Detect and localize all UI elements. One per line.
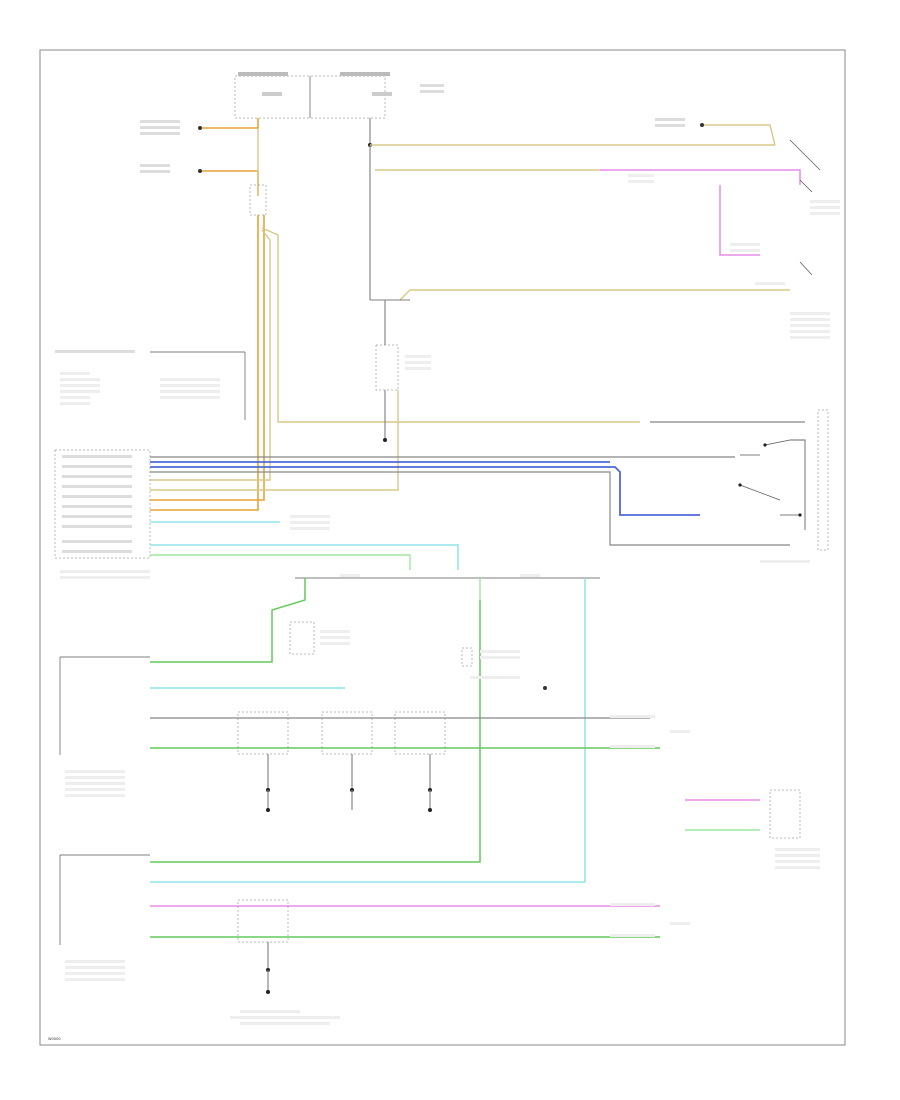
control-module: [54, 449, 151, 579]
ground-icon: [266, 754, 432, 812]
diagram-border: [39, 49, 846, 1046]
module-left-upper: [55, 350, 246, 420]
page-code: W0000: [48, 1037, 61, 1041]
sensor-block-2: [461, 647, 473, 667]
module-left-lower: [59, 854, 150, 981]
splice-pack-center: [375, 344, 399, 391]
switch-icon: [789, 139, 821, 276]
module-left-middle: [59, 656, 150, 797]
fuse-block: [234, 72, 444, 119]
sensor-block-1: [289, 621, 315, 655]
connector-icon: [769, 789, 801, 839]
multifunction-switch: [640, 409, 829, 563]
left-top-connectors: [140, 120, 202, 173]
